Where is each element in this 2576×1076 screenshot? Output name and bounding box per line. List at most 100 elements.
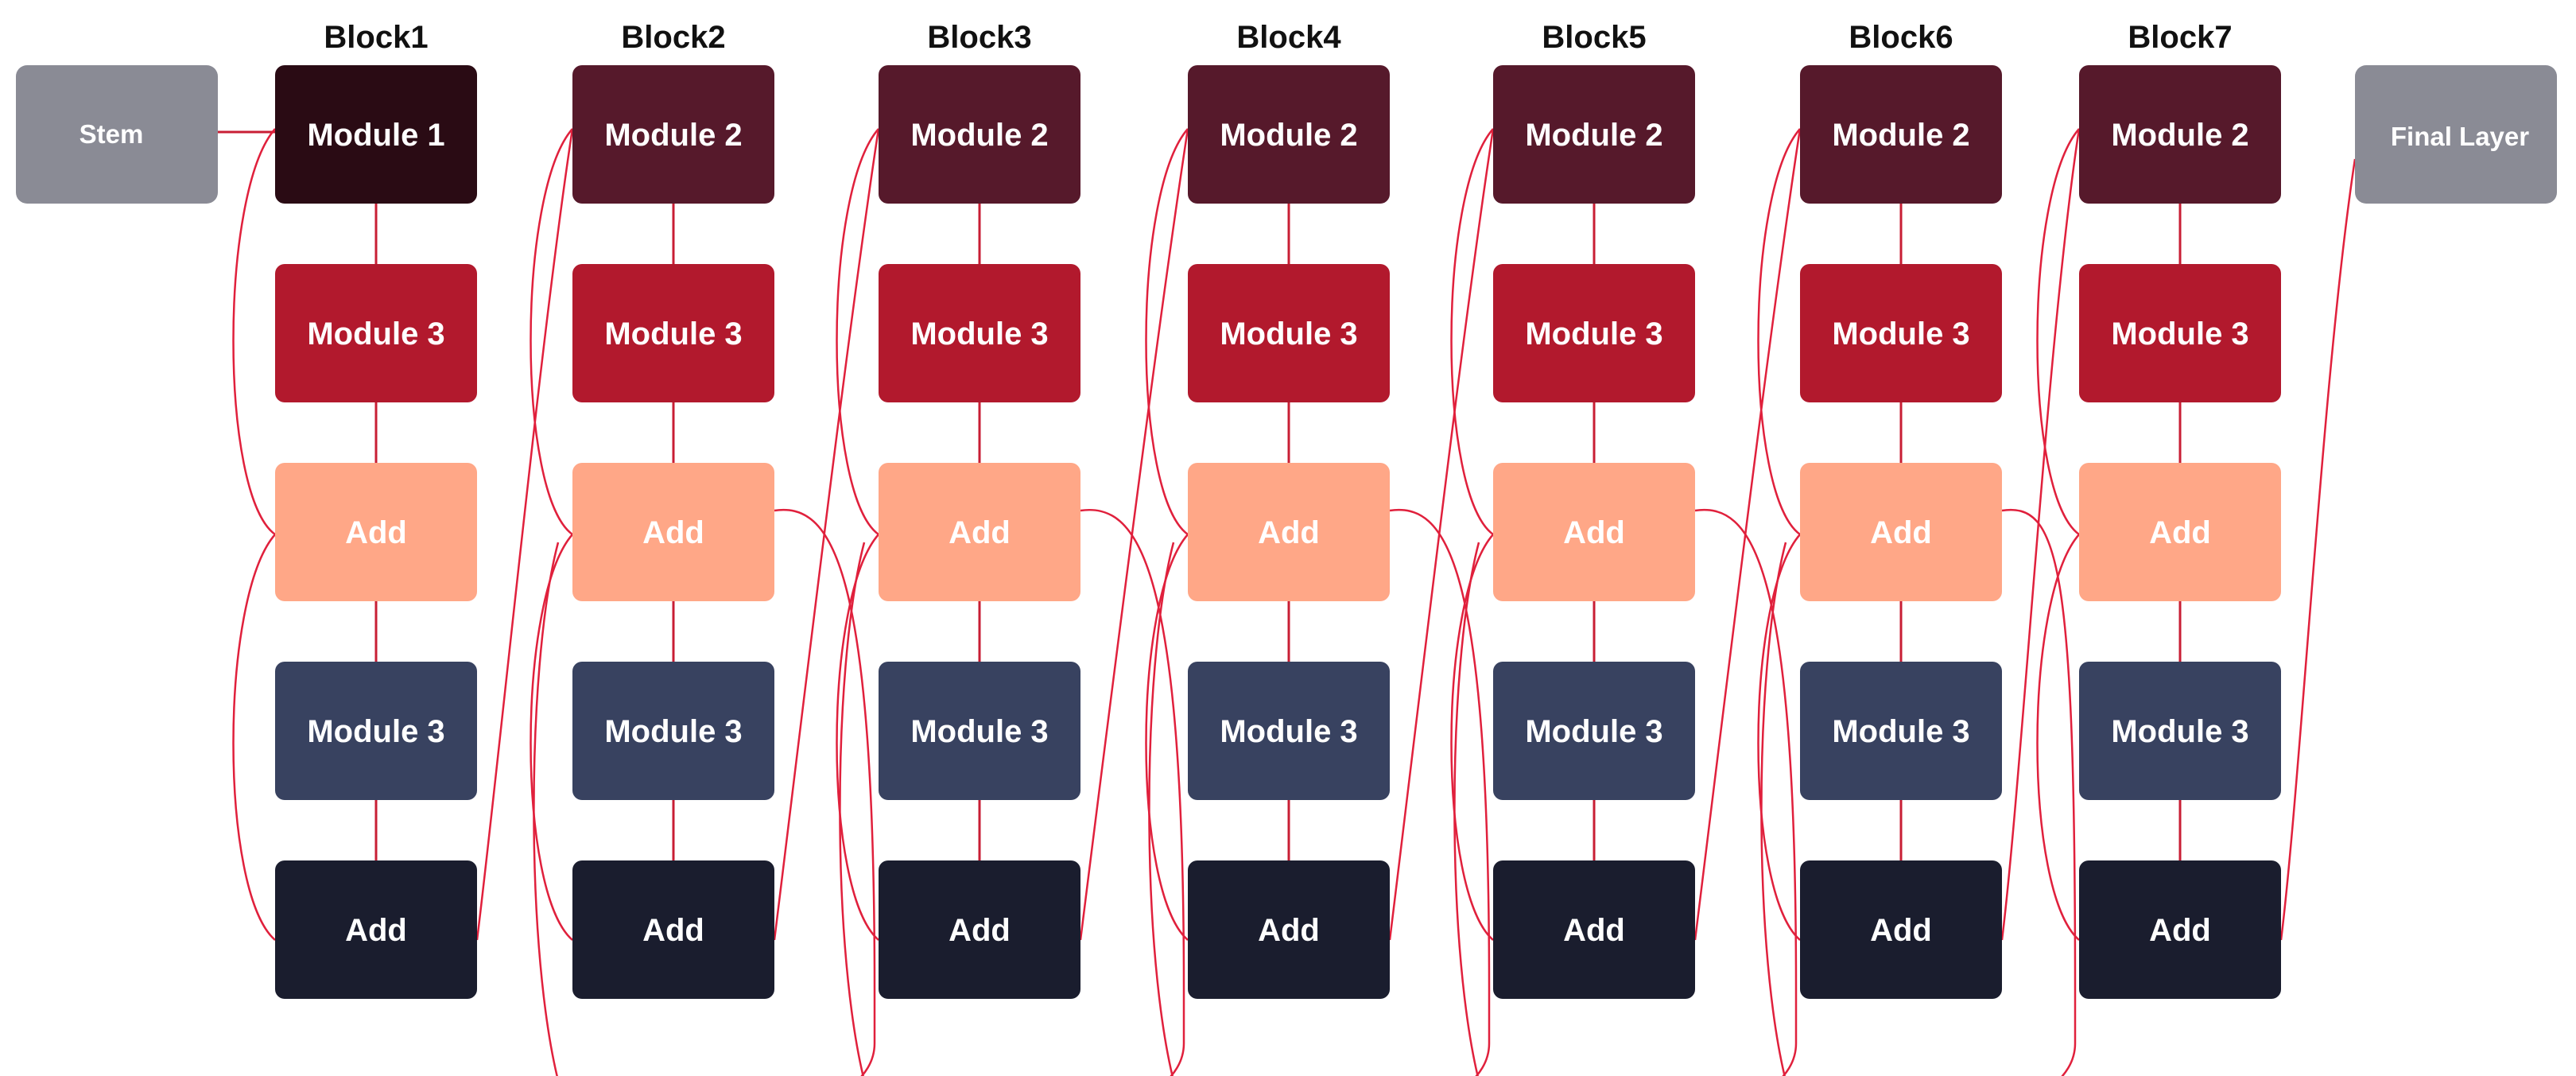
module-box — [275, 264, 477, 402]
module-label: Add — [1563, 515, 1625, 550]
block-title: Block2 — [621, 20, 725, 55]
module-node[interactable]: Add — [1188, 463, 1390, 601]
module-node[interactable]: Add — [1800, 860, 2002, 999]
module-label: Add — [1258, 515, 1320, 550]
repeat-loop — [1389, 508, 1491, 1076]
label-layer: Block1Block2x3Block3x3Block4x5Block5x5Bl… — [324, 20, 2232, 55]
module-box — [1188, 264, 1390, 402]
module-box — [2079, 65, 2281, 204]
module-label: Module 3 — [910, 317, 1048, 352]
repeat-loop-return — [839, 542, 866, 1076]
module-box — [1493, 860, 1695, 999]
final-layer-node[interactable]: Final Layer — [2355, 65, 2557, 204]
module-node[interactable]: Module 3 — [275, 264, 477, 402]
module-label: Module 3 — [2111, 317, 2248, 352]
module-label: Module 3 — [604, 714, 742, 749]
block-link — [475, 128, 574, 941]
module-box — [1188, 65, 1390, 204]
module-label: Module 2 — [910, 118, 1048, 153]
module-node[interactable]: Add — [879, 463, 1080, 601]
skip-connection — [836, 128, 879, 536]
module-label: Add — [1563, 913, 1625, 948]
module-node[interactable]: Module 3 — [572, 264, 774, 402]
block-link — [773, 128, 880, 941]
module-box — [572, 65, 774, 204]
module-node[interactable]: Module 2 — [2079, 65, 2281, 204]
module-label: Module 3 — [2111, 714, 2248, 749]
module-node[interactable]: Module 3 — [1493, 662, 1695, 800]
block-link — [1388, 128, 1495, 941]
module-box — [1493, 463, 1695, 601]
module-node[interactable]: Module 3 — [2079, 662, 2281, 800]
stem-node[interactable]: Stem — [16, 65, 218, 204]
module-node[interactable]: Add — [1800, 463, 2002, 601]
module-node[interactable]: Module 3 — [1493, 264, 1695, 402]
module-node[interactable]: Add — [572, 463, 774, 601]
connector-layer — [218, 128, 2357, 1076]
module-node[interactable]: Module 2 — [1493, 65, 1695, 204]
module-node[interactable]: Add — [275, 860, 477, 999]
module-node[interactable]: Add — [572, 860, 774, 999]
module-box — [1800, 860, 2002, 999]
repeat-loop-return — [1760, 542, 1787, 1076]
block-link — [1079, 128, 1189, 941]
block-link — [2279, 158, 2357, 941]
module-node[interactable]: Add — [879, 860, 1080, 999]
module-node[interactable]: Add — [275, 463, 477, 601]
module-label: Add — [949, 515, 1011, 550]
repeat-loop — [2001, 508, 2077, 1076]
module-node[interactable]: Module 2 — [1188, 65, 1390, 204]
skip-connection — [1757, 128, 1801, 536]
module-label: Add — [1870, 515, 1932, 550]
module-label: Module 3 — [1832, 317, 1969, 352]
module-node[interactable]: Add — [2079, 463, 2281, 601]
module-box — [879, 463, 1080, 601]
module-label: Module 3 — [307, 317, 444, 352]
module-label: Add — [642, 515, 704, 550]
stem-label: Stem — [80, 119, 144, 149]
module-node[interactable]: Module 3 — [1800, 264, 2002, 402]
module-node[interactable]: Module 1 — [275, 65, 477, 204]
module-node[interactable]: Module 3 — [572, 662, 774, 800]
module-label: Module 3 — [910, 714, 1048, 749]
block-title: Block4 — [1236, 20, 1341, 55]
module-node[interactable]: Module 2 — [879, 65, 1080, 204]
module-label: Module 3 — [1220, 714, 1357, 749]
module-box — [2079, 662, 2281, 800]
module-node[interactable]: Add — [1493, 860, 1695, 999]
module-node[interactable]: Add — [2079, 860, 2281, 999]
module-box — [2079, 463, 2281, 601]
module-node[interactable]: Module 2 — [1800, 65, 2002, 204]
module-box — [1493, 65, 1695, 204]
module-label: Add — [2149, 515, 2211, 550]
module-label: Add — [949, 913, 1011, 948]
module-label: Module 2 — [1525, 118, 1662, 153]
module-node[interactable]: Module 3 — [1188, 264, 1390, 402]
skip-connection — [530, 534, 573, 941]
module-label: Add — [642, 913, 704, 948]
module-label: Add — [2149, 913, 2211, 948]
module-node[interactable]: Module 3 — [879, 662, 1080, 800]
block-link — [1693, 128, 1802, 941]
repeat-loop-return — [533, 542, 560, 1076]
skip-connection — [530, 128, 573, 536]
skip-connection — [232, 128, 276, 536]
module-node[interactable]: Module 3 — [1188, 662, 1390, 800]
repeat-loop-return — [1148, 542, 1175, 1076]
module-node[interactable]: Module 3 — [2079, 264, 2281, 402]
module-node[interactable]: Add — [1493, 463, 1695, 601]
module-node[interactable]: Module 3 — [1800, 662, 2002, 800]
module-box — [2079, 860, 2281, 999]
module-label: Add — [1258, 913, 1320, 948]
module-node[interactable]: Add — [1188, 860, 1390, 999]
module-node[interactable]: Module 3 — [275, 662, 477, 800]
module-box — [879, 662, 1080, 800]
module-node[interactable]: Module 2 — [572, 65, 774, 204]
skip-connection — [1145, 128, 1189, 536]
module-label: Module 2 — [1832, 118, 1969, 153]
module-box — [2079, 264, 2281, 402]
skip-connection — [2036, 534, 2080, 941]
module-node[interactable]: Module 3 — [879, 264, 1080, 402]
